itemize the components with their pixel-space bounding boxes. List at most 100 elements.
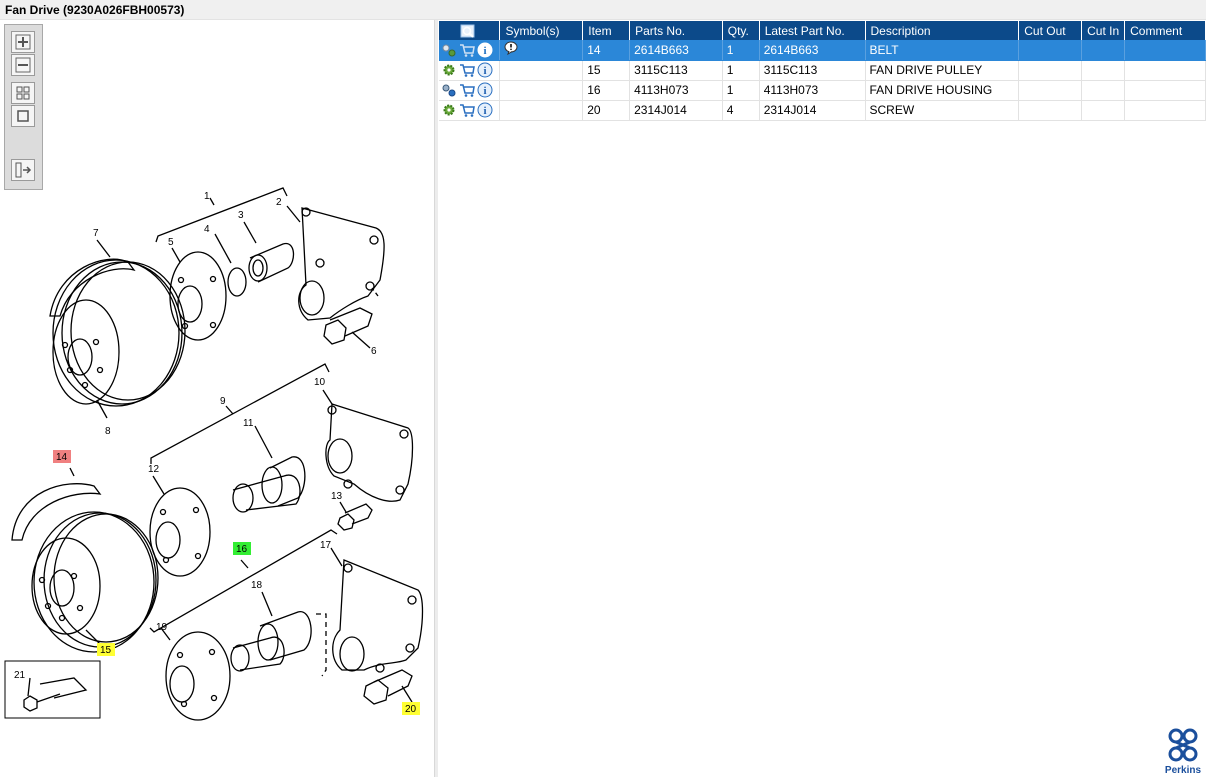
callout-2[interactable]: 2 xyxy=(276,197,282,208)
column-header-actions[interactable] xyxy=(439,21,501,40)
row-description: SCREW xyxy=(865,100,1020,121)
zoom-out-icon xyxy=(15,57,31,73)
callout-16[interactable]: 16 xyxy=(236,544,248,555)
highlight-15[interactable] xyxy=(97,643,115,656)
column-header-latest-part-no[interactable]: Latest Part No. xyxy=(759,21,866,40)
callout-17[interactable]: 17 xyxy=(320,540,332,551)
info-icon[interactable]: i xyxy=(477,62,493,78)
callout-4[interactable]: 4 xyxy=(204,224,210,235)
gear-icon[interactable] xyxy=(441,62,457,78)
row-cut-out xyxy=(1018,80,1083,101)
info-icon[interactable]: i xyxy=(477,82,493,98)
column-header-item[interactable]: Item xyxy=(582,21,631,40)
callout-13[interactable]: 13 xyxy=(331,491,343,502)
cart-icon[interactable] xyxy=(459,102,475,118)
perkins-logo: Perkins xyxy=(1160,727,1206,777)
highlight-14[interactable] xyxy=(53,450,71,463)
gears-icon[interactable] xyxy=(441,42,457,58)
row-parts-no: 4113H073 xyxy=(629,80,723,101)
column-header-comment[interactable]: Comment xyxy=(1124,21,1206,40)
highlight-16[interactable] xyxy=(233,542,251,555)
row-qty: 1 xyxy=(722,40,760,61)
actual-size-button[interactable] xyxy=(11,105,35,127)
viewer-toolbar xyxy=(4,24,43,190)
window-title-bar: Fan Drive (9230A026FBH00573) xyxy=(0,0,1206,20)
callout-8[interactable]: 8 xyxy=(105,426,111,437)
row-description: FAN DRIVE PULLEY xyxy=(865,60,1020,81)
highlight-20[interactable] xyxy=(402,702,420,715)
callout-10[interactable]: 10 xyxy=(314,377,326,388)
exploded-parts-diagram[interactable]: 1 2 3 4 5 6 7 8 9 10 11 12 13 14 15 16 1… xyxy=(0,20,434,777)
window-title: Fan Drive (9230A026FBH00573) xyxy=(5,3,185,17)
table-row[interactable]: i 14 2614B663 1 2614B663 BELT xyxy=(439,40,1206,61)
row-symbols xyxy=(499,80,584,101)
search-parts-icon[interactable] xyxy=(460,23,476,39)
perkins-logo-mark xyxy=(1168,728,1198,762)
callout-6[interactable]: 6 xyxy=(371,346,377,357)
row-latest-part-no: 2614B663 xyxy=(759,40,866,61)
gear-icon[interactable] xyxy=(441,102,457,118)
table-row[interactable]: i 16 4113H073 1 4113H073 FAN DRIVE HOUSI… xyxy=(439,80,1206,101)
zoom-in-button[interactable] xyxy=(11,31,35,53)
callout-12[interactable]: 12 xyxy=(148,464,160,475)
row-cut-out xyxy=(1018,60,1083,81)
row-description: BELT xyxy=(865,40,1020,61)
callout-1[interactable]: 1 xyxy=(204,191,210,202)
row-qty: 1 xyxy=(722,60,760,81)
callout-19[interactable]: 19 xyxy=(156,622,168,633)
comment-bubble-icon[interactable] xyxy=(504,41,518,56)
column-header-symbols[interactable]: Symbol(s) xyxy=(499,21,584,40)
svg-text:i: i xyxy=(483,105,486,117)
parts-list-pane: Symbol(s) Item Parts No. Qty. Latest Par… xyxy=(438,20,1206,777)
row-symbols xyxy=(499,60,584,81)
row-parts-no: 2614B663 xyxy=(629,40,723,61)
pane-splitter[interactable] xyxy=(434,20,438,777)
toggle-panel-icon xyxy=(15,162,32,178)
column-header-parts-no[interactable]: Parts No. xyxy=(629,21,723,40)
row-item: 20 xyxy=(582,100,631,121)
row-latest-part-no: 4113H073 xyxy=(759,80,866,101)
info-icon[interactable]: i xyxy=(477,42,493,58)
diagram-pane[interactable]: 1 2 3 4 5 6 7 8 9 10 11 12 13 14 15 16 1… xyxy=(0,20,434,777)
column-header-cut-in[interactable]: Cut In xyxy=(1081,21,1126,40)
row-parts-no: 2314J014 xyxy=(629,100,723,121)
row-comment xyxy=(1124,80,1206,101)
callout-11[interactable]: 11 xyxy=(243,418,254,429)
callout-7[interactable]: 7 xyxy=(93,228,99,239)
row-latest-part-no: 2314J014 xyxy=(759,100,866,121)
row-actions: i xyxy=(439,80,501,101)
row-qty: 4 xyxy=(722,100,760,121)
cart-icon[interactable] xyxy=(459,62,475,78)
callout-15[interactable]: 15 xyxy=(100,645,112,656)
info-icon[interactable]: i xyxy=(477,102,493,118)
column-header-description[interactable]: Description xyxy=(865,21,1020,40)
fit-view-button[interactable] xyxy=(11,82,35,104)
actual-size-icon xyxy=(17,110,29,122)
row-cut-in xyxy=(1081,100,1126,121)
row-actions: i xyxy=(439,60,501,81)
callout-21[interactable]: 21 xyxy=(14,670,26,681)
row-description: FAN DRIVE HOUSING xyxy=(865,80,1020,101)
callout-5[interactable]: 5 xyxy=(168,237,174,248)
gears-icon[interactable] xyxy=(441,82,457,98)
callout-3[interactable]: 3 xyxy=(238,210,244,221)
cart-icon[interactable] xyxy=(459,82,475,98)
toggle-panel-button[interactable] xyxy=(11,159,35,181)
zoom-out-button[interactable] xyxy=(11,54,35,76)
table-row[interactable]: i 15 3115C113 1 3115C113 FAN DRIVE PULLE… xyxy=(439,60,1206,81)
callout-14[interactable]: 14 xyxy=(56,452,68,463)
column-header-cut-out[interactable]: Cut Out xyxy=(1018,21,1083,40)
fit-view-icon xyxy=(16,86,30,100)
callout-20[interactable]: 20 xyxy=(405,704,417,715)
callout-18[interactable]: 18 xyxy=(251,580,263,591)
callout-9[interactable]: 9 xyxy=(220,396,226,407)
cart-icon[interactable] xyxy=(459,42,475,58)
row-item: 15 xyxy=(582,60,631,81)
row-symbols[interactable] xyxy=(499,40,584,61)
row-cut-out xyxy=(1018,40,1083,61)
svg-text:i: i xyxy=(483,45,486,57)
column-header-qty[interactable]: Qty. xyxy=(722,21,760,40)
row-symbols xyxy=(499,100,584,121)
row-cut-in xyxy=(1081,80,1126,101)
table-row[interactable]: i 20 2314J014 4 2314J014 SCREW xyxy=(439,100,1206,121)
